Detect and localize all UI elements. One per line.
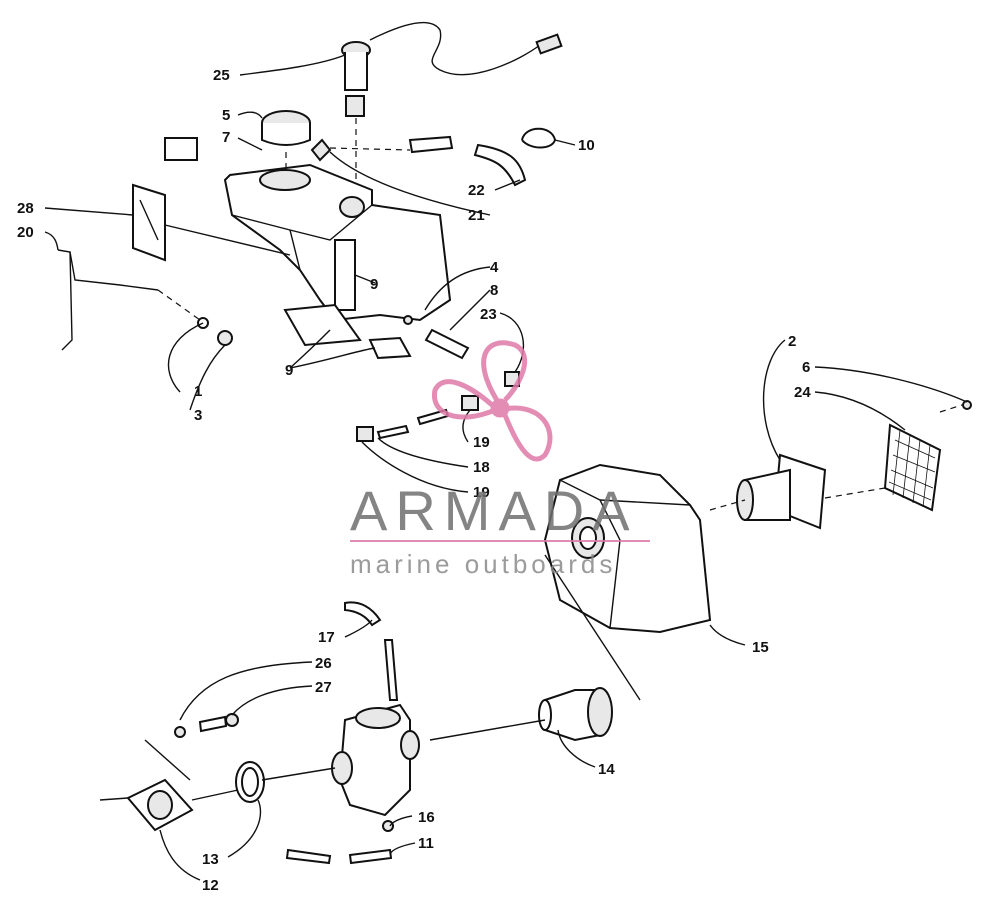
callout-27: 27 bbox=[315, 679, 332, 696]
callout-20: 20 bbox=[17, 224, 34, 241]
decal-small bbox=[164, 137, 198, 161]
callout-17: 17 bbox=[318, 629, 335, 646]
callout-9-pads: 9 bbox=[285, 362, 293, 379]
decal-large bbox=[132, 183, 166, 262]
callout-18: 18 bbox=[473, 459, 490, 476]
tank-pad-b bbox=[368, 336, 412, 360]
support-rod bbox=[57, 249, 159, 291]
callout-24: 24 bbox=[794, 384, 811, 401]
callout-10: 10 bbox=[578, 137, 595, 154]
watermark-title: ARMADA bbox=[350, 479, 638, 542]
callout-7: 7 bbox=[222, 129, 230, 146]
callout-19-upper: 19 bbox=[473, 434, 490, 451]
clamp-carb-guide bbox=[261, 767, 336, 781]
callout-12: 12 bbox=[202, 877, 219, 894]
watermark: ARMADA marine outboards bbox=[350, 340, 650, 579]
air-silencer-box bbox=[543, 463, 712, 634]
fuel-tank bbox=[223, 163, 452, 325]
watermark-subtitle: marine outboards bbox=[350, 549, 616, 579]
carb-clamp bbox=[235, 761, 265, 803]
mount-screw-head bbox=[225, 713, 239, 727]
callout-23: 23 bbox=[480, 306, 497, 323]
screw bbox=[962, 400, 972, 410]
drain-hose-a bbox=[285, 848, 332, 865]
support-rod-leg bbox=[61, 251, 73, 351]
carburetor bbox=[331, 703, 420, 832]
fuel-hose-22 bbox=[473, 143, 527, 187]
hose-guide-a bbox=[329, 147, 411, 151]
flange-clamp-guide bbox=[191, 789, 239, 801]
hose-clamp bbox=[521, 127, 557, 149]
fuel-cap bbox=[261, 110, 311, 170]
watermark-rule bbox=[350, 540, 650, 542]
flange-guide bbox=[99, 797, 129, 801]
callout-11: 11 bbox=[418, 835, 434, 852]
boot-guide-b bbox=[429, 719, 546, 741]
callout-1: 1 bbox=[194, 383, 202, 400]
decal-large-shine bbox=[139, 199, 159, 241]
vent-hose-long bbox=[383, 639, 399, 701]
silencer-guide-b bbox=[939, 404, 963, 413]
silencer-guide-a bbox=[824, 487, 886, 499]
callout-2: 2 bbox=[788, 333, 796, 350]
mount-guide bbox=[144, 739, 191, 781]
callout-3: 3 bbox=[194, 407, 202, 424]
callout-16: 16 bbox=[418, 809, 435, 826]
callout-5: 5 bbox=[222, 107, 230, 124]
mount-flange bbox=[126, 778, 194, 832]
callout-4: 4 bbox=[490, 259, 499, 276]
callout-8: 8 bbox=[490, 282, 498, 299]
mount-washer bbox=[174, 726, 186, 738]
mesh-screen bbox=[883, 423, 942, 512]
nut bbox=[217, 330, 233, 346]
tank-pad-a bbox=[283, 303, 362, 347]
fuel-level-sender bbox=[341, 22, 563, 190]
callout-21: 21 bbox=[468, 207, 485, 224]
fuel-hose-8 bbox=[424, 328, 470, 360]
fuel-line-fittings bbox=[356, 371, 520, 442]
propeller-logo-icon bbox=[432, 340, 553, 462]
fuel-fitting bbox=[310, 138, 332, 162]
callout-13: 13 bbox=[202, 851, 219, 868]
callout-15: 15 bbox=[752, 639, 769, 656]
leader-lines bbox=[44, 54, 968, 881]
callout-6: 6 bbox=[802, 359, 810, 376]
boot-guide bbox=[544, 554, 641, 701]
rod-guide bbox=[157, 289, 201, 321]
flame-arrestor bbox=[736, 453, 827, 530]
callout-19-lower: 19 bbox=[473, 484, 490, 501]
callout-22: 22 bbox=[468, 182, 485, 199]
callout-26: 26 bbox=[315, 655, 332, 672]
callout-14: 14 bbox=[598, 761, 615, 778]
callout-28: 28 bbox=[17, 200, 34, 217]
callout-9-tank: 9 bbox=[370, 276, 378, 293]
vent-hose-17 bbox=[344, 601, 382, 627]
intake-boot bbox=[538, 687, 613, 742]
mesh-pattern bbox=[888, 429, 936, 508]
mount-screw bbox=[198, 715, 228, 733]
fuel-hose-short bbox=[408, 135, 454, 154]
drain-hose-b bbox=[348, 848, 393, 865]
callout-labels: 25 5 7 28 20 9 4 8 23 10 22 21 9 1 3 19 … bbox=[17, 67, 811, 894]
callout-25: 25 bbox=[213, 67, 230, 84]
